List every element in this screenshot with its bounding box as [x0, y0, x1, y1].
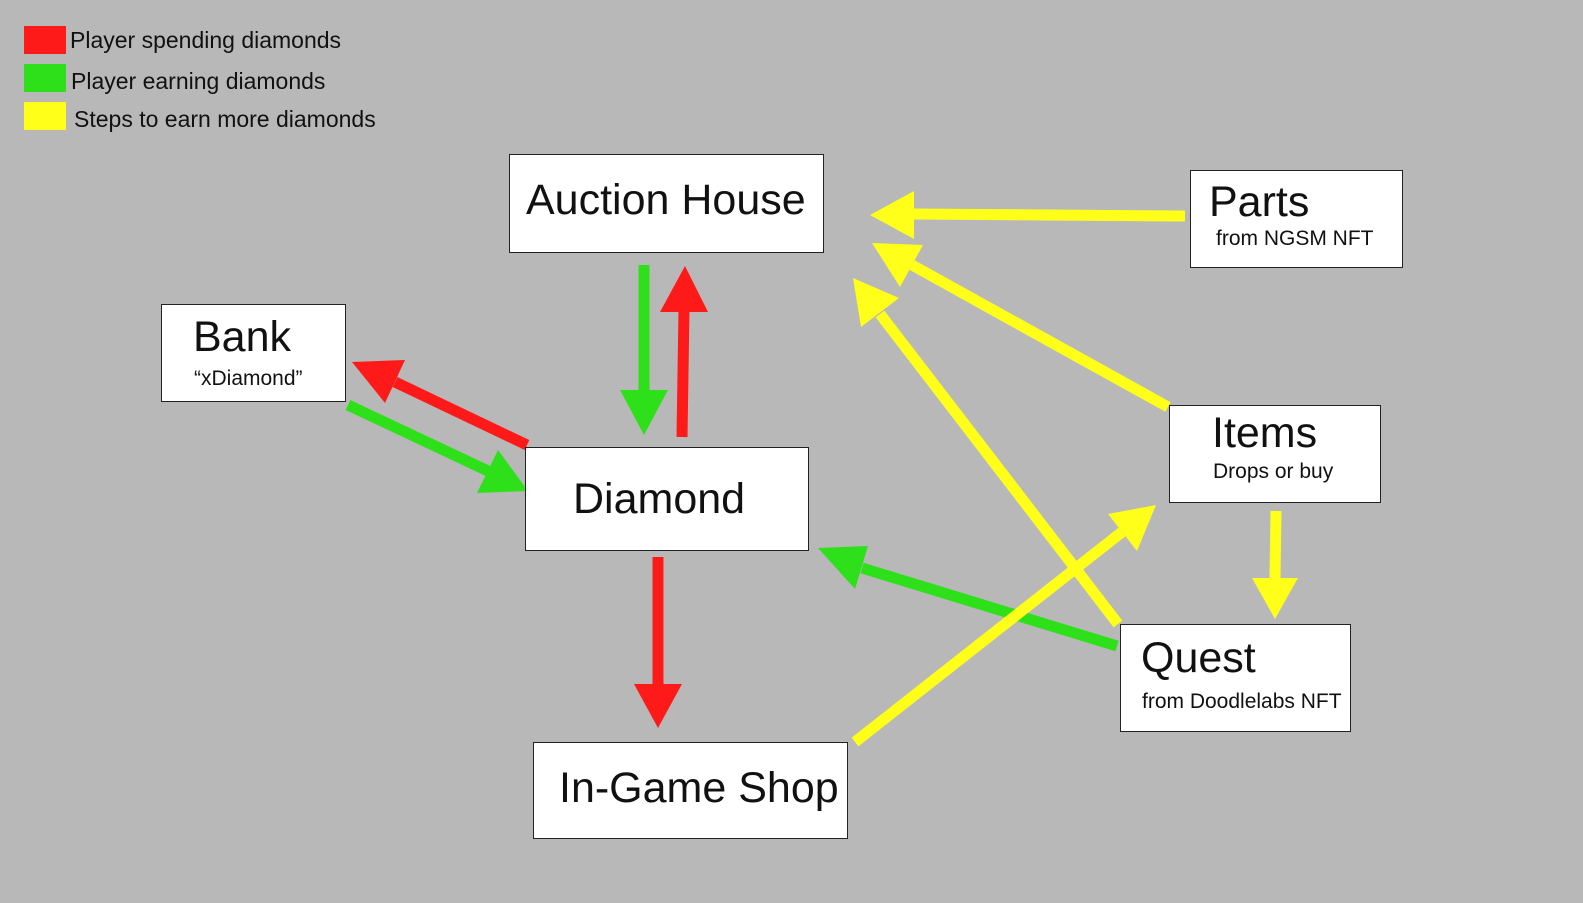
- arrow-parts-to-auction: [870, 191, 1186, 239]
- arrow-diamond-to-bank: [352, 360, 530, 450]
- arrow-diamond-to-shop: [634, 557, 682, 728]
- arrow-quest-to-diamond: [818, 546, 1119, 652]
- node-parts: Parts from NGSM NFT: [1190, 170, 1403, 268]
- node-diamond-title: Diamond: [573, 475, 746, 523]
- node-items-subtitle: Drops or buy: [1213, 460, 1334, 483]
- node-bank-title: Bank: [193, 313, 292, 361]
- node-items-title: Items: [1212, 409, 1318, 457]
- node-parts-subtitle: from NGSM NFT: [1216, 227, 1374, 250]
- legend-swatch-spending: [24, 26, 66, 54]
- node-quest-title: Quest: [1141, 634, 1256, 682]
- node-quest: Quest from Doodlelabs NFT: [1120, 624, 1351, 732]
- node-diamond: Diamond: [525, 447, 809, 551]
- arrow-diamond-to-auction: [660, 266, 708, 438]
- arrow-items-to-auction: [872, 243, 1171, 412]
- node-bank: Bank “xDiamond”: [161, 304, 346, 402]
- arrow-auction-to-diamond: [620, 265, 668, 435]
- node-auction-house: Auction House: [509, 154, 824, 253]
- node-bank-subtitle: “xDiamond”: [194, 367, 303, 390]
- arrow-shop-to-items: [851, 505, 1156, 747]
- node-in-game-shop: In-Game Shop: [533, 742, 848, 839]
- node-in-game-shop-title: In-Game Shop: [559, 764, 839, 812]
- node-parts-title: Parts: [1209, 178, 1310, 226]
- legend-swatch-steps: [24, 102, 66, 130]
- legend-label-earning: Player earning diamonds: [71, 68, 326, 94]
- node-items: Items Drops or buy: [1169, 405, 1381, 503]
- node-quest-subtitle: from Doodlelabs NFT: [1142, 690, 1342, 713]
- arrow-items-to-quest: [1252, 510, 1298, 619]
- node-auction-house-title: Auction House: [526, 176, 806, 224]
- legend-label-spending: Player spending diamonds: [70, 27, 342, 53]
- arrow-bank-to-diamond: [345, 400, 528, 493]
- legend-label-steps: Steps to earn more diamonds: [74, 106, 376, 132]
- legend-swatch-earning: [24, 64, 66, 92]
